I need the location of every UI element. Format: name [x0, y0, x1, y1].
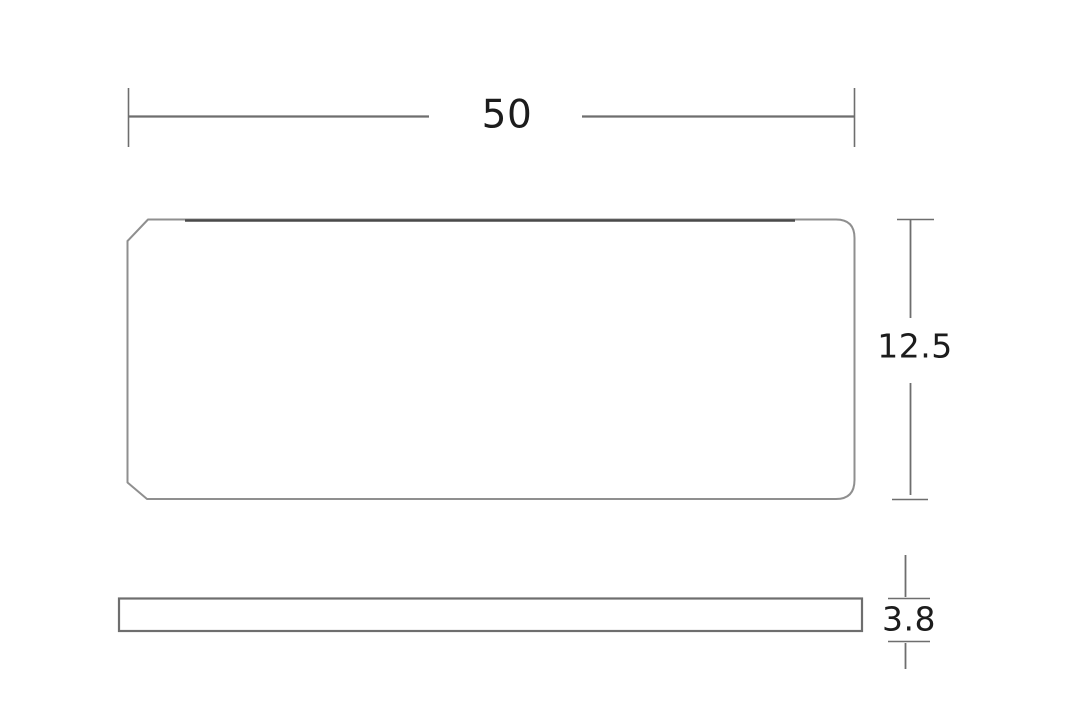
height-dimension: [892, 218, 934, 501]
width-dimension-label: 50: [478, 95, 536, 135]
side-view: [117, 597, 864, 633]
thickness-dimension: [888, 555, 930, 669]
front-view-outline: [126, 218, 856, 500]
thickness-dimension-label: 3.8: [879, 602, 939, 636]
front-view: [126, 218, 856, 500]
width-dimension: [127, 88, 856, 147]
height-dimension-label: 12.5: [874, 329, 956, 363]
side-view-outline: [117, 597, 864, 633]
